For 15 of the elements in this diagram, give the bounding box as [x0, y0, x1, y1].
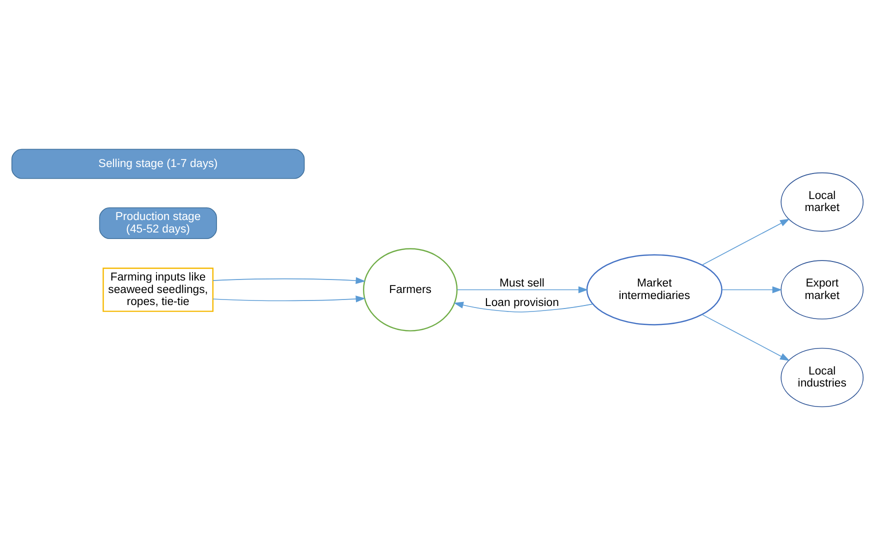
arrow — [456, 286, 588, 293]
arrow — [702, 314, 790, 360]
node-box: Production stage (45-52 days) — [99, 206, 217, 238]
arrow — [454, 301, 594, 312]
edge-label: Must sell — [500, 277, 544, 290]
node-ellipse: Export market — [780, 260, 864, 319]
edge-label: Loan provision — [485, 296, 559, 309]
node-ellipse: Market intermediaries — [586, 254, 722, 325]
node-box: Selling stage (1-7 days) — [11, 148, 305, 178]
arrow — [702, 218, 790, 265]
arrow — [212, 295, 366, 302]
arrow — [722, 286, 782, 293]
node-ellipse: Farmers — [362, 248, 458, 331]
arrow — [212, 276, 366, 284]
node-box: Farming inputs like seaweed seedlings, ropes, tie-tie — [102, 267, 214, 312]
